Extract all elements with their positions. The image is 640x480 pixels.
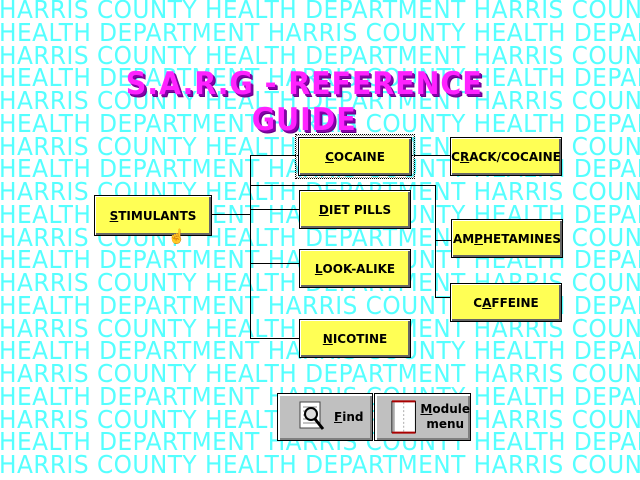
label: FFEINE: [491, 295, 539, 310]
label: C: [473, 295, 483, 310]
label: OCAINE: [333, 149, 385, 164]
connector-line: [212, 214, 250, 215]
find-label: ind: [342, 410, 364, 424]
mnemonic: F: [334, 410, 343, 424]
page-title: S.A.R.G - REFERENCE GUIDE: [125, 66, 483, 138]
label: ICOTINE: [332, 331, 388, 346]
module-label: odule: [432, 402, 470, 416]
label: AM: [452, 231, 475, 246]
label: IET PILLS: [328, 202, 392, 217]
mnemonic: C: [325, 149, 334, 164]
watermark-row: HEALTH DEPARTMENT HARRIS COUNTY HEALTH D…: [0, 63, 640, 93]
mnemonic: D: [318, 202, 329, 217]
connector-line: [412, 155, 450, 156]
label: HETAMINES: [482, 231, 562, 246]
label: C: [451, 149, 460, 164]
connector-line: [435, 185, 436, 298]
connector-line: [250, 155, 251, 339]
connector-line: [435, 240, 451, 241]
watermark-row: HEALTH DEPARTMENT HARRIS COUNTY HEALTH D…: [0, 17, 640, 47]
module-label-line2: menu: [426, 417, 465, 431]
focus-indicator: [295, 134, 415, 179]
label: ACK/COCAINE: [469, 149, 561, 164]
mnemonic: L: [314, 261, 323, 276]
mnemonic: M: [420, 402, 433, 416]
watermark-row: HARRIS COUNTY HEALTH DEPARTMENT HARRIS C…: [0, 86, 640, 115]
connector-line: [250, 263, 299, 264]
mnemonic: S: [109, 208, 119, 223]
mnemonic: N: [322, 331, 333, 346]
mnemonic: R: [459, 149, 470, 164]
connector-line: [250, 185, 435, 186]
label: OOK-ALIKE: [322, 261, 396, 276]
hand-cursor-icon: ☝: [168, 228, 186, 244]
connector-line: [250, 338, 299, 339]
watermark-row: HARRIS COUNTY HEALTH DEPARTMENT HARRIS C…: [0, 359, 640, 388]
connector-line: [250, 209, 299, 210]
magnifier-document-icon: [299, 401, 325, 430]
label: TIMULANTS: [118, 208, 197, 223]
watermark-row: HARRIS COUNTY HEALTH DEPARTMENT HARRIS C…: [0, 0, 640, 24]
connector-line: [250, 155, 298, 156]
watermark-row: HARRIS COUNTY HEALTH DEPARTMENT HARRIS C…: [0, 450, 640, 479]
mnemonic: A: [482, 295, 492, 310]
book-icon: [391, 400, 416, 434]
mnemonic: P: [474, 231, 483, 246]
connector-line: [435, 297, 450, 298]
watermark-row: HEALTH DEPARTMENT HARRIS COUNTY HEALTH D…: [0, 108, 640, 138]
watermark-row: HARRIS COUNTY HEALTH DEPARTMENT HARRIS C…: [0, 40, 640, 70]
